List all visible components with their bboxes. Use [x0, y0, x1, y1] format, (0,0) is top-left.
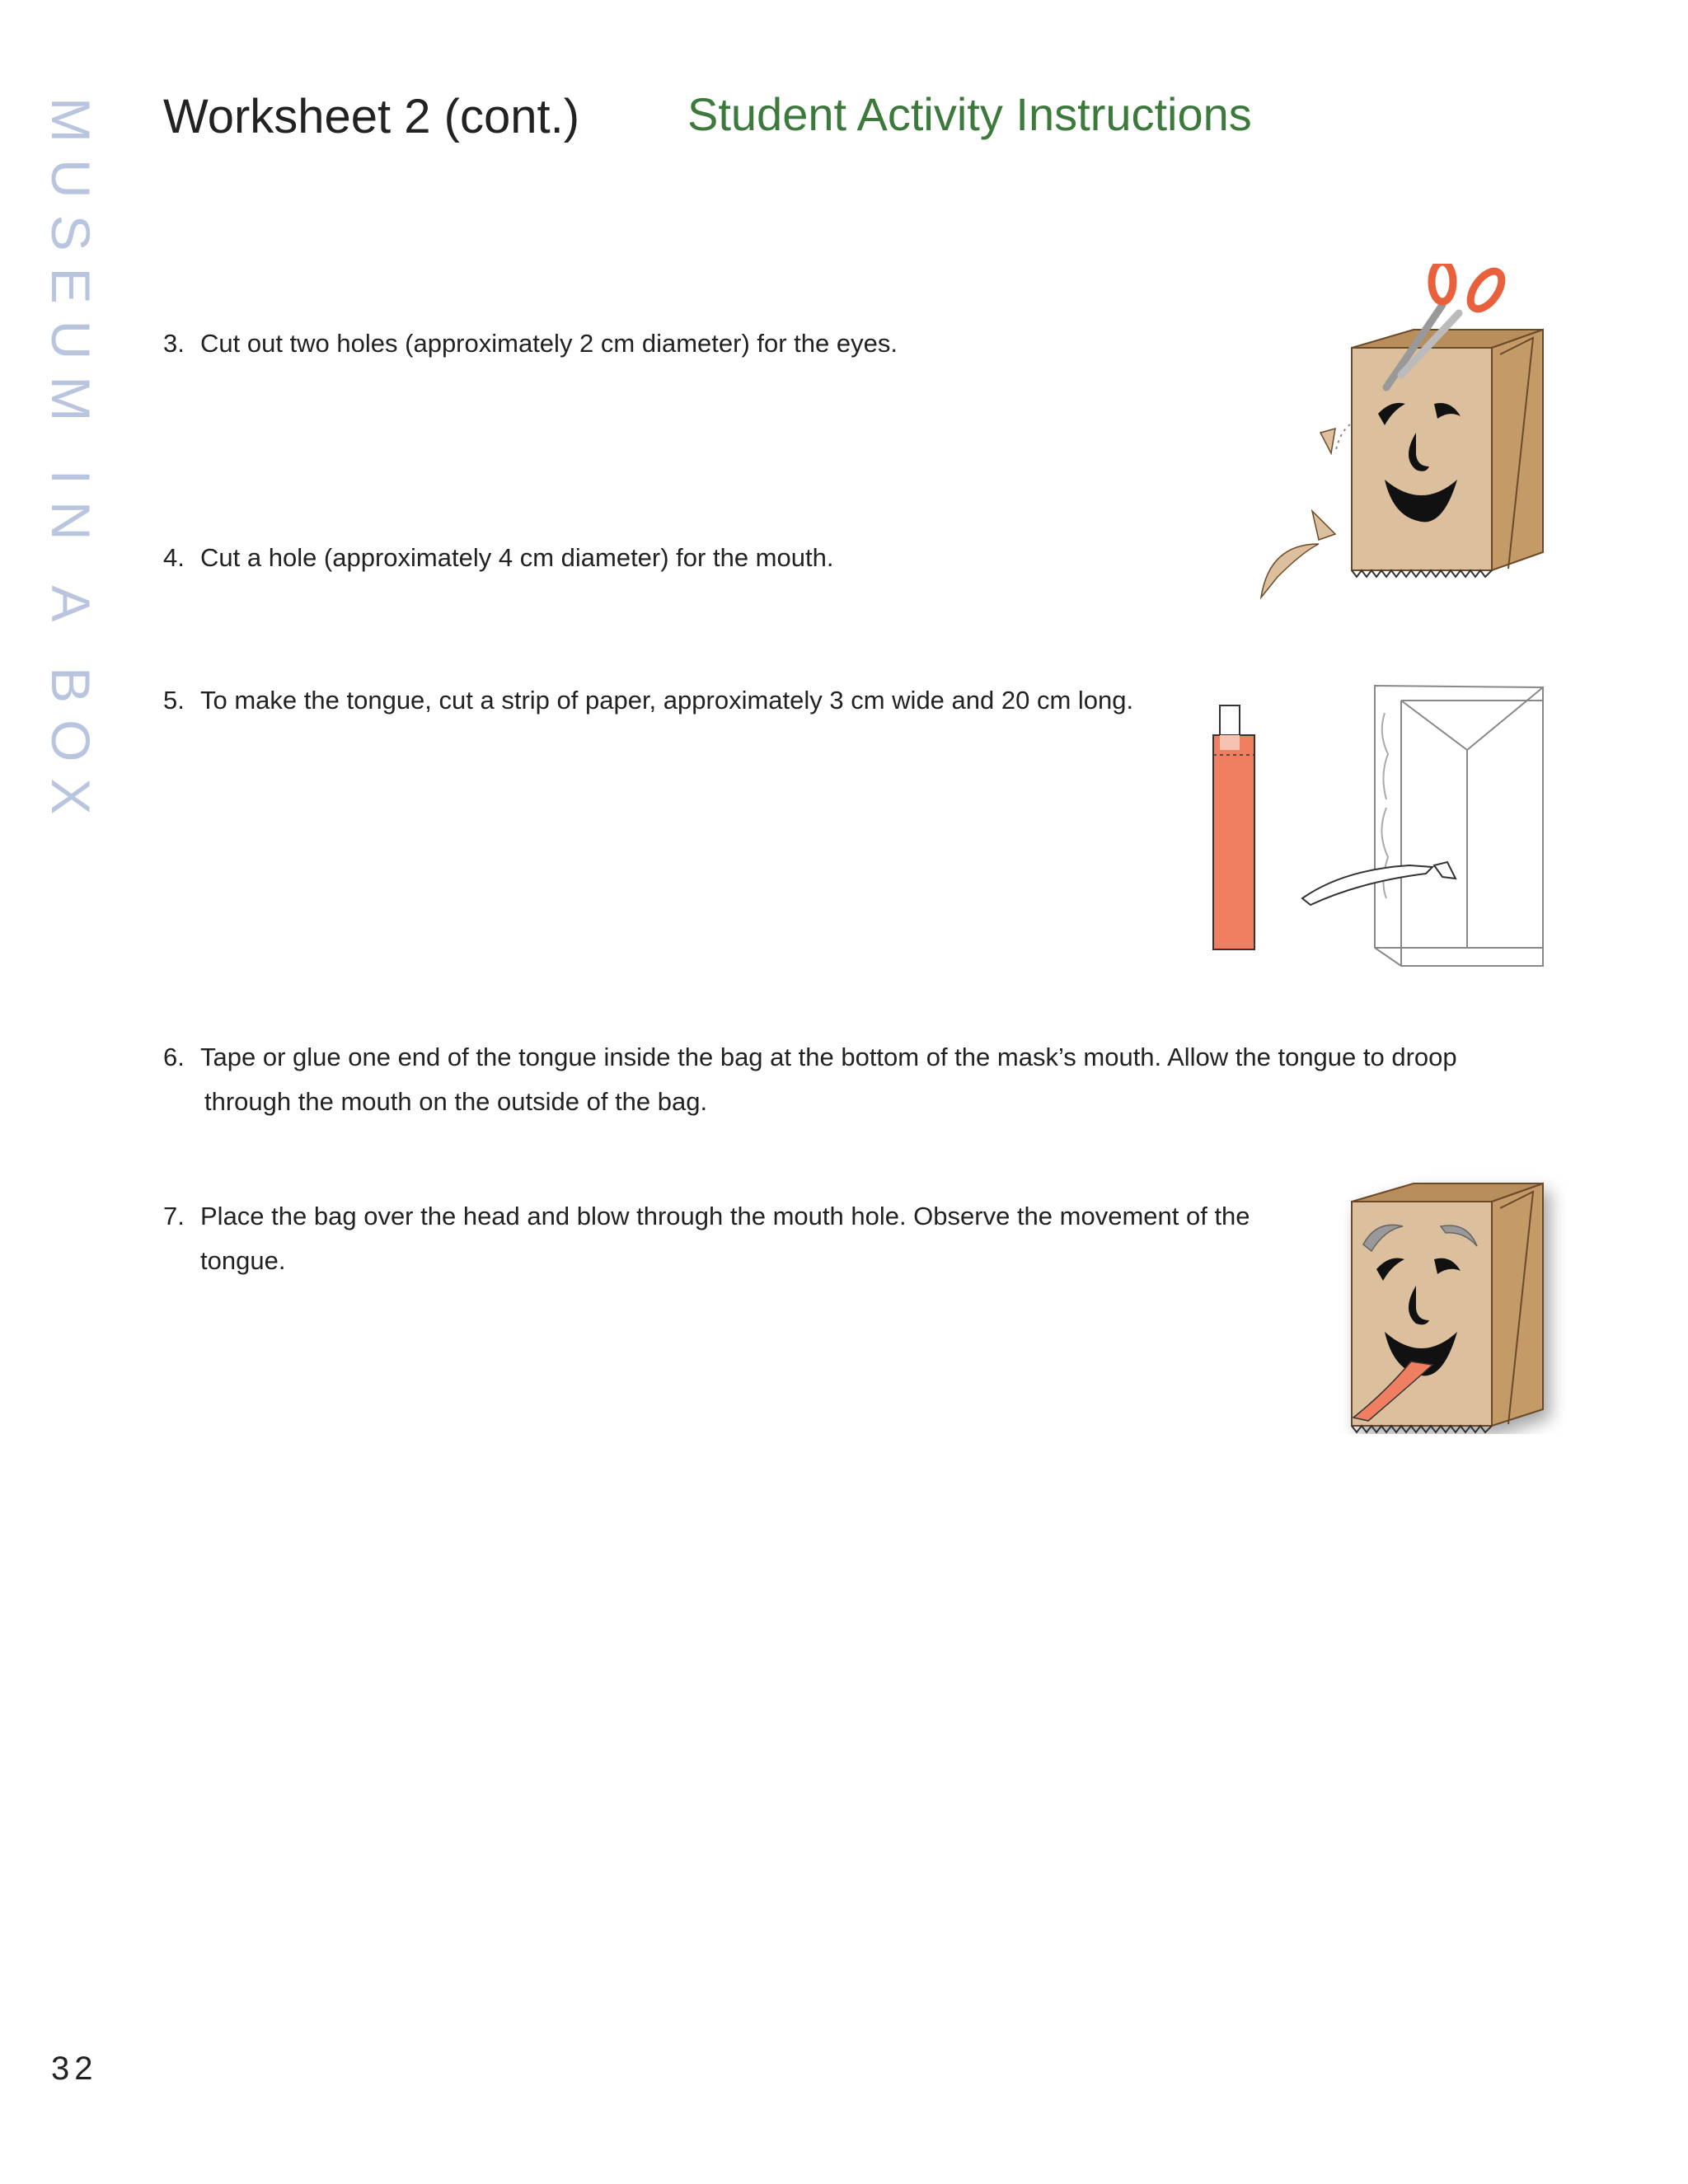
- step-5: 5. To make the tongue, cut a strip of pap…: [163, 678, 1133, 723]
- cutout-piece: [1311, 509, 1337, 541]
- step-number: 3.: [163, 329, 185, 358]
- worksheet-title: Worksheet 2 (cont.): [163, 90, 580, 143]
- cutout-piece: [1319, 427, 1336, 456]
- step-7: 7. Place the bag over the head and blow t…: [163, 1194, 1334, 1283]
- step-number: 7.: [163, 1202, 185, 1230]
- page-number: 32: [51, 2050, 98, 2087]
- tongue-strip-icon: [1212, 705, 1255, 950]
- finished-mask-illustration: [1351, 1182, 1544, 1434]
- paper-bag-icon: [1374, 684, 1544, 967]
- section-title: Student Activity Instructions: [687, 88, 1252, 140]
- step-number: 6.: [163, 1043, 185, 1071]
- step-text: Cut a hole (approximately 4 cm diameter)…: [200, 543, 834, 572]
- paper-bag-icon: [1351, 328, 1544, 579]
- step-6: 6. Tape or glue one end of the tongue ins…: [163, 1035, 1498, 1124]
- bag-tongue-inside-illustration: [1301, 684, 1544, 967]
- cutout-piece: [1259, 543, 1320, 600]
- step-text-continued: through the mouth on the outside of the …: [204, 1087, 708, 1116]
- tongue-strip-icon: [1301, 864, 1435, 907]
- step-3: 3. Cut out two holes (approximately 2 cm …: [163, 321, 898, 366]
- bag-cutting-illustration: [1259, 264, 1544, 600]
- side-label-text: MUSEUM IN A BOX: [40, 97, 101, 832]
- step-text-continued: tongue.: [200, 1246, 286, 1275]
- step-number: 4.: [163, 543, 185, 572]
- step-text: Cut out two holes (approximately 2 cm di…: [200, 329, 898, 358]
- tongue-icon: [1352, 1361, 1434, 1422]
- step-4: 4. Cut a hole (approximately 4 cm diamete…: [163, 536, 833, 580]
- side-label: MUSEUM IN A BOX: [40, 97, 101, 831]
- paper-bag-icon: [1351, 1182, 1544, 1427]
- step-text: To make the tongue, cut a strip of paper…: [200, 686, 1134, 715]
- step-text: Tape or glue one end of the tongue insid…: [200, 1043, 1457, 1071]
- scissors-icon: [1382, 264, 1506, 391]
- step-text: Place the bag over the head and blow thr…: [200, 1202, 1250, 1230]
- step-number: 5.: [163, 686, 185, 715]
